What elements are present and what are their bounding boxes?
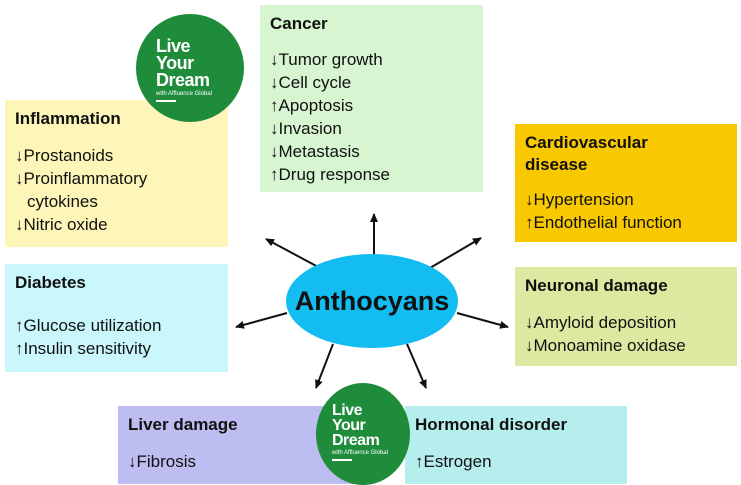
cardiovascular-item: ↑Endothelial function bbox=[525, 213, 682, 232]
logo-text-line2: Your bbox=[332, 417, 366, 434]
cardiovascular-box: Cardiovascular disease ↓Hypertension ↑En… bbox=[515, 124, 737, 242]
cardiovascular-item: ↓Hypertension bbox=[525, 190, 634, 209]
liver-title: Liver damage bbox=[128, 415, 238, 434]
logo-text-line3: Dream bbox=[156, 70, 210, 90]
hormonal-title: Hormonal disorder bbox=[415, 415, 568, 434]
logo-text-line1: Live bbox=[156, 36, 191, 56]
logo-underline bbox=[156, 100, 176, 102]
cancer-item: ↑Apoptosis bbox=[270, 96, 354, 115]
inflammation-title: Inflammation bbox=[15, 109, 121, 128]
cancer-item: ↓Invasion bbox=[270, 119, 342, 138]
hormonal-box: Hormonal disorder ↑Estrogen bbox=[405, 406, 627, 484]
cancer-item: ↓Metastasis bbox=[270, 142, 360, 161]
liver-box: Liver damage ↓Fibrosis bbox=[118, 406, 354, 484]
arrow-to-diabetes bbox=[235, 312, 288, 329]
arrow-to-cardiovascular bbox=[429, 237, 482, 269]
neuronal-item: ↓Monoamine oxidase bbox=[525, 336, 686, 355]
logo-text-line2: Your bbox=[156, 53, 194, 73]
neuronal-title: Neuronal damage bbox=[525, 276, 668, 295]
arrow-to-inflammation bbox=[265, 238, 321, 269]
diabetes-item: ↑Insulin sensitivity bbox=[15, 339, 152, 358]
neuronal-box: Neuronal damage ↓Amyloid deposition ↓Mon… bbox=[515, 267, 737, 366]
watermark-logo: Live Your Dream with Affluence Global bbox=[136, 14, 244, 122]
cancer-title: Cancer bbox=[270, 14, 328, 33]
arrow-to-hormonal bbox=[406, 343, 427, 389]
logo-subtext: with Affluence Global bbox=[332, 450, 388, 456]
inflammation-item: cytokines bbox=[27, 192, 98, 211]
logo-text-line3: Dream bbox=[332, 432, 380, 449]
cancer-item: ↓Tumor growth bbox=[270, 50, 383, 69]
arrow-to-liver bbox=[315, 343, 334, 389]
cancer-item: ↑Drug response bbox=[270, 165, 391, 184]
logo-text-line1: Live bbox=[332, 402, 363, 419]
hormonal-item: ↑Estrogen bbox=[415, 452, 492, 471]
cancer-item: ↓Cell cycle bbox=[270, 73, 352, 92]
arrow-to-neuronal bbox=[456, 312, 509, 329]
logo-underline bbox=[332, 459, 352, 461]
center-label: Anthocyans bbox=[294, 285, 450, 316]
cardiovascular-title-line2: disease bbox=[525, 155, 588, 174]
inflammation-item: ↓Nitric oxide bbox=[15, 215, 108, 234]
diabetes-box: Diabetes ↑Glucose utilization ↑Insulin s… bbox=[5, 264, 228, 372]
watermark-logo: Live Your Dream with Affluence Global bbox=[316, 383, 410, 485]
diabetes-item: ↑Glucose utilization bbox=[15, 316, 162, 335]
diabetes-title: Diabetes bbox=[15, 273, 86, 292]
inflammation-box: Inflammation ↓Prostanoids ↓Proinflammato… bbox=[5, 100, 228, 247]
center-ellipse: Anthocyans bbox=[286, 254, 458, 348]
neuronal-item: ↓Amyloid deposition bbox=[525, 313, 677, 332]
logo-subtext: with Affluence Global bbox=[156, 91, 212, 97]
inflammation-item: ↓Proinflammatory bbox=[15, 169, 148, 188]
inflammation-item: ↓Prostanoids bbox=[15, 146, 114, 165]
cardiovascular-title-line1: Cardiovascular bbox=[525, 133, 648, 152]
liver-item: ↓Fibrosis bbox=[128, 452, 197, 471]
cancer-box: Cancer ↓Tumor growth ↓Cell cycle ↑Apopto… bbox=[260, 5, 483, 192]
